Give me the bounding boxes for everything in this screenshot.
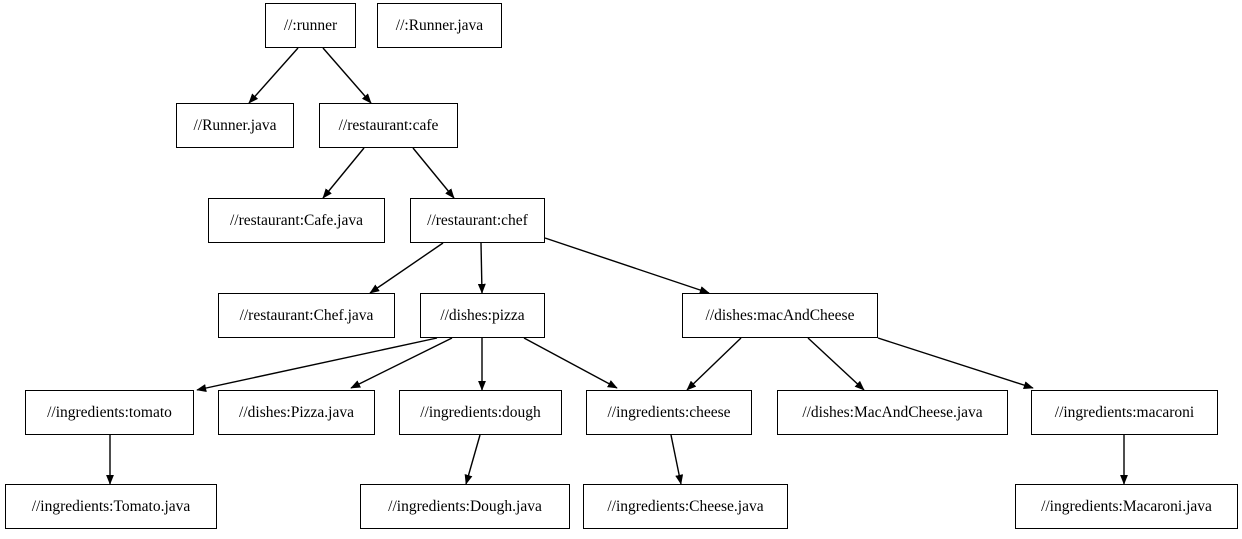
node-label: //ingredients:macaroni [1054, 403, 1195, 421]
node-label: //:runner [283, 16, 338, 34]
graph-node-restaurant_chef[interactable]: //restaurant:chef [410, 198, 545, 243]
node-label: //:Runner.java [395, 16, 484, 34]
node-label: //dishes:Pizza.java [239, 403, 354, 421]
graph-edge-ing_dough-to-ing_dough_java [464, 434, 481, 485]
graph-node-restaurant_chef_java[interactable]: //restaurant:Chef.java [218, 293, 395, 338]
graph-node-dishes_pizza_java[interactable]: //dishes:Pizza.java [218, 390, 375, 435]
node-label: //ingredients:Cheese.java [607, 497, 764, 515]
graph-edge-dishes_pizza-to-dishes_pizza_java [350, 337, 453, 389]
node-label: //ingredients:Dough.java [388, 497, 542, 515]
node-label: //restaurant:Chef.java [239, 306, 374, 324]
node-label: //dishes:macAndCheese [705, 306, 855, 324]
node-label: //dishes:MacAndCheese.java [802, 403, 983, 421]
graph-node-root_runner_java[interactable]: //:Runner.java [377, 3, 502, 48]
node-label: //restaurant:Cafe.java [230, 211, 363, 229]
graph-node-runner[interactable]: //:runner [265, 3, 356, 48]
node-label: //restaurant:chef [427, 211, 528, 229]
graph-edge-restaurant_chef-to-dishes_pizza [477, 242, 486, 294]
graph-node-dishes_mac_java[interactable]: //dishes:MacAndCheese.java [777, 390, 1008, 435]
node-label: //ingredients:Tomato.java [31, 497, 191, 515]
graph-edge-ing_cheese-to-ing_cheese_java [670, 434, 684, 485]
node-label: //ingredients:tomato [47, 403, 172, 421]
node-label: //Runner.java [193, 116, 277, 134]
graph-node-ing_cheese[interactable]: //ingredients:cheese [586, 390, 752, 435]
graph-node-ing_cheese_java[interactable]: //ingredients:Cheese.java [583, 484, 788, 529]
graph-node-dishes_pizza[interactable]: //dishes:pizza [420, 293, 545, 338]
node-label: //ingredients:dough [420, 403, 541, 421]
graph-edge-restaurant_chef-to-restaurant_chef_java [369, 242, 444, 294]
graph-edge-runner-to-restaurant_cafe [322, 47, 372, 104]
graph-node-ing_macaroni_java[interactable]: //ingredients:Macaroni.java [1015, 484, 1238, 529]
graph-edge-restaurant_chef-to-dishes_macandcheese [544, 237, 710, 294]
node-label: //ingredients:Macaroni.java [1041, 497, 1212, 515]
graph-node-ing_dough[interactable]: //ingredients:dough [399, 390, 562, 435]
node-label: //restaurant:cafe [338, 116, 439, 134]
graph-edge-restaurant_cafe-to-restaurant_chef [412, 147, 455, 199]
graph-edge-dishes_pizza-to-ing_cheese [523, 337, 618, 389]
graph-node-restaurant_cafe_java[interactable]: //restaurant:Cafe.java [208, 198, 385, 243]
graph-node-ing_tomato_java[interactable]: //ingredients:Tomato.java [5, 484, 217, 529]
graph-node-ing_dough_java[interactable]: //ingredients:Dough.java [360, 484, 570, 529]
graph-node-runner_java[interactable]: //Runner.java [176, 103, 294, 148]
graph-edge-dishes_pizza-to-ing_tomato [196, 337, 438, 392]
node-label: //dishes:pizza [440, 306, 525, 324]
graph-node-ing_tomato[interactable]: //ingredients:tomato [25, 390, 194, 435]
graph-edge-dishes_macandcheese-to-dishes_mac_java [807, 337, 865, 391]
graph-edge-restaurant_cafe-to-restaurant_cafe_java [322, 147, 365, 199]
graph-node-dishes_macandcheese[interactable]: //dishes:macAndCheese [682, 293, 878, 338]
graph-edge-dishes_macandcheese-to-ing_macaroni [877, 337, 1034, 389]
node-label: //ingredients:cheese [607, 403, 731, 421]
graph-node-ing_macaroni[interactable]: //ingredients:macaroni [1031, 390, 1218, 435]
graph-edge-dishes_macandcheese-to-ing_cheese [686, 337, 742, 391]
graph-edge-runner-to-runner_java [248, 47, 299, 104]
graph-node-restaurant_cafe[interactable]: //restaurant:cafe [319, 103, 458, 148]
